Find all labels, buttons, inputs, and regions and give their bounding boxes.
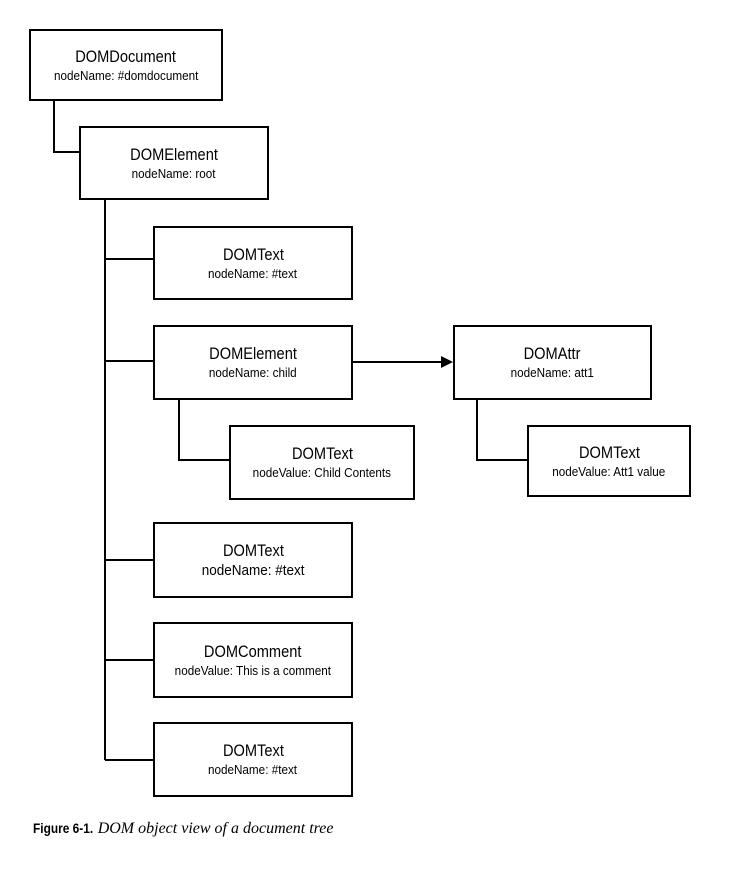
node-property: nodeName: #domdocument [53,67,199,83]
figure-caption: Figure 6-1. DOM object view of a documen… [33,818,333,839]
node-domtext-child-contents: DOMText nodeValue: Child Contents [229,425,415,500]
node-domelement-root: DOMElement nodeName: root [79,126,269,200]
connector-document-root [53,101,79,153]
node-domtext-1: DOMText nodeName: #text [153,226,353,300]
connector-child-text [178,400,229,461]
node-type: DOMText [222,741,284,760]
node-domtext-att1-value: DOMText nodeValue: Att1 value [527,425,691,497]
node-domtext-3: DOMText nodeName: #text [153,722,353,797]
node-domattr: DOMAttr nodeName: att1 [453,325,652,400]
node-property: nodeName: root [132,165,216,181]
node-type: DOMDocument [75,46,177,66]
node-type: DOMText [291,444,353,463]
node-type: DOMComment [204,641,302,661]
node-property: nodeName: #text [208,265,298,281]
node-property: nodeValue: Child Contents [252,465,392,480]
connector-attr-text [476,400,527,461]
figure-caption-label: Figure 6-1. [33,820,94,836]
node-domtext-2: DOMText nodeName: #text [153,522,353,598]
node-property: nodeName: #text [208,762,298,777]
node-property: nodeValue: Att1 value [552,463,666,479]
node-type: DOMElement [130,144,218,164]
node-domcomment: DOMComment nodeValue: This is a comment [153,622,353,698]
node-property: nodeName: child [209,365,297,380]
node-domelement-child: DOMElement nodeName: child [153,325,353,400]
figure-caption-text: DOM object view of a document tree [97,820,334,837]
node-property: nodeValue: This is a comment [174,662,332,678]
node-property: nodeName: #text [201,561,305,579]
node-type: DOMText [222,244,284,264]
node-type: DOMText [578,442,640,462]
node-type: DOMText [222,540,284,560]
node-type: DOMElement [209,344,297,363]
node-property: nodeName: att1 [510,365,595,380]
node-domdocument: DOMDocument nodeName: #domdocument [29,29,223,101]
node-type: DOMAttr [524,344,581,363]
